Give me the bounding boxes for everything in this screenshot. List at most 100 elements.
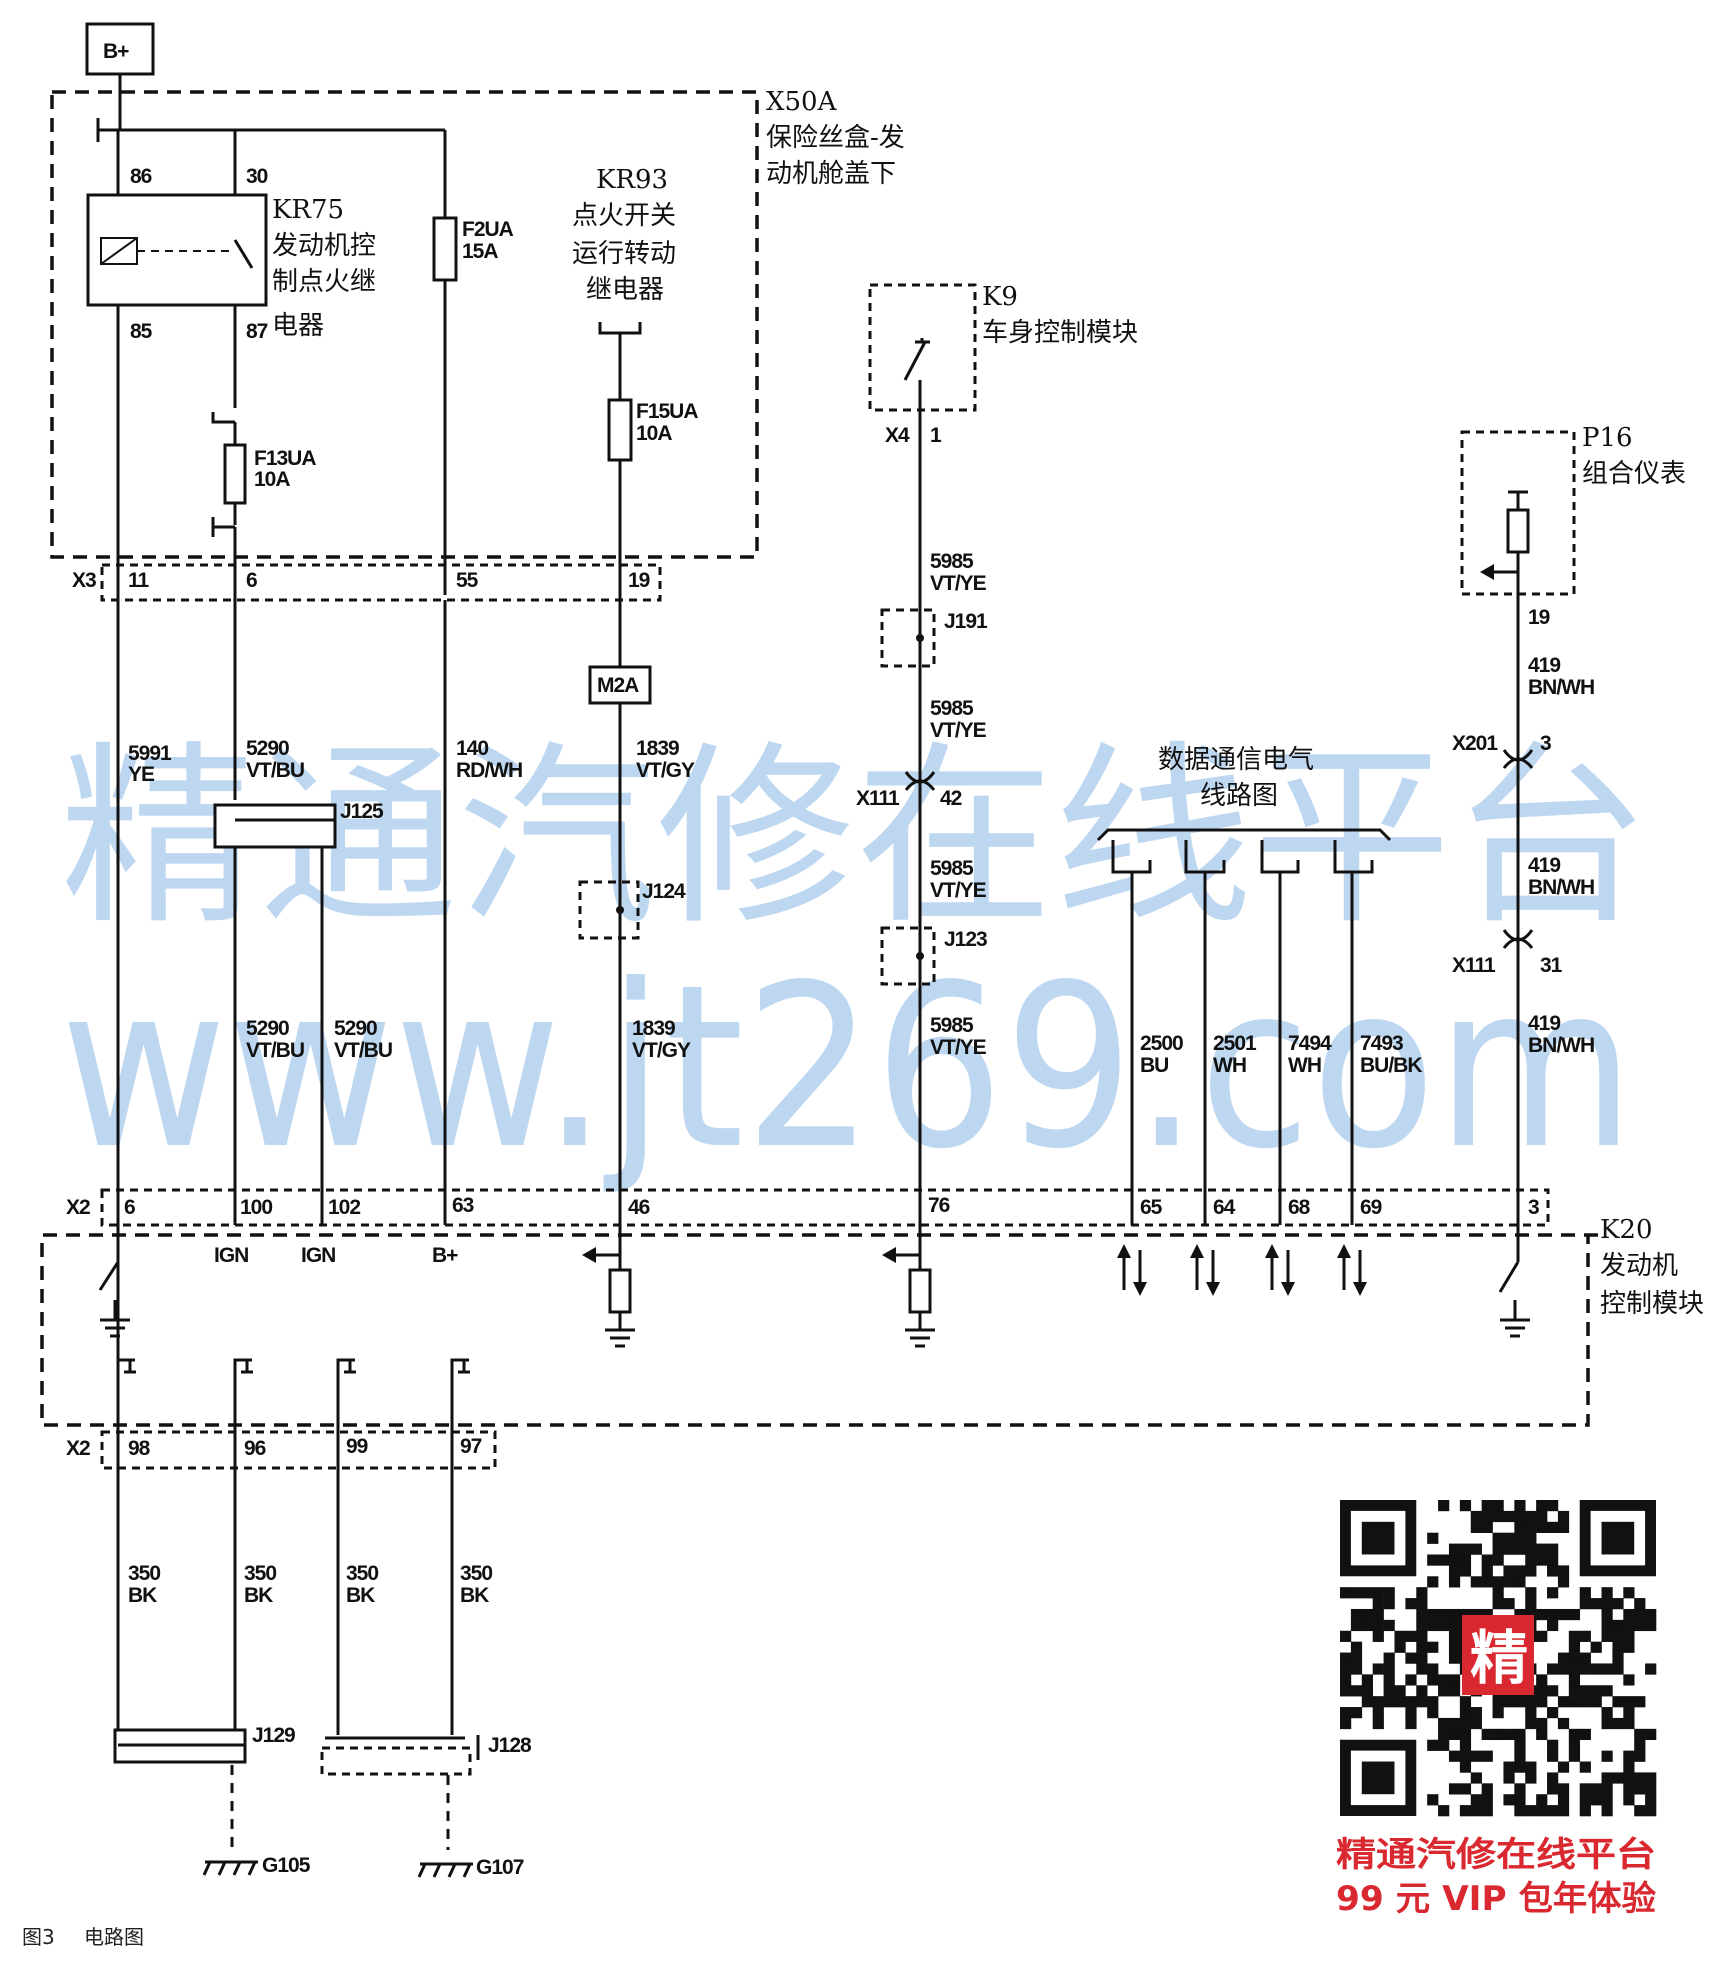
w350b-color: BK bbox=[244, 1584, 273, 1607]
k20-name2: 控制模块 bbox=[1600, 1289, 1704, 1319]
data-comm-line2: 线路图 bbox=[1200, 781, 1278, 811]
x2-pin-6: 6 bbox=[124, 1196, 135, 1219]
w1839a-color: VT/GY bbox=[636, 759, 695, 782]
j129-label: J129 bbox=[252, 1724, 295, 1747]
fuse-f13ua-rating: 10A bbox=[254, 468, 290, 491]
splice-j128 bbox=[320, 1746, 472, 1776]
w350b-num: 350 bbox=[244, 1562, 276, 1585]
w5290c-color: VT/BU bbox=[334, 1039, 392, 1062]
kr93-name3: 继电器 bbox=[586, 275, 664, 305]
w5290b-color: VT/BU bbox=[246, 1039, 304, 1062]
qr-logo-char: 精 bbox=[1470, 1624, 1528, 1692]
x2-pin-46: 46 bbox=[628, 1196, 650, 1219]
fuse-box-name: 保险丝盒-发 bbox=[766, 123, 905, 153]
w350d-color: BK bbox=[460, 1584, 489, 1607]
k20-ref: K20 bbox=[1600, 1215, 1653, 1245]
x2-pin-3: 3 bbox=[1528, 1196, 1539, 1219]
x111b-name: X111 bbox=[1452, 954, 1496, 977]
w5985b-color: VT/YE bbox=[930, 719, 987, 742]
w5290a-num: 5290 bbox=[246, 737, 289, 760]
w5991-color: YE bbox=[128, 763, 155, 786]
ground-g105: G105 bbox=[262, 1854, 311, 1877]
j191-label: J191 bbox=[944, 610, 988, 633]
kr93-name2: 运行转动 bbox=[572, 239, 676, 269]
x3-pin-6: 6 bbox=[246, 569, 257, 592]
qr-logo bbox=[1462, 1615, 1534, 1695]
w350c-color: BK bbox=[346, 1584, 375, 1607]
w5290b-num: 5290 bbox=[246, 1017, 289, 1040]
caption-fig: 图3 bbox=[22, 1925, 55, 1949]
splice-j125 bbox=[213, 803, 337, 849]
ecm-ign1: IGN bbox=[214, 1244, 248, 1267]
x2-pin-64: 64 bbox=[1213, 1196, 1236, 1219]
w5985c-num: 5985 bbox=[930, 857, 974, 880]
connector-x2-bottom bbox=[100, 1430, 497, 1470]
k9-pin: 1 bbox=[930, 424, 942, 447]
splice-j191 bbox=[880, 608, 936, 668]
kr75-name3: 电器 bbox=[272, 311, 324, 341]
w419b-color: BN/WH bbox=[1528, 876, 1594, 899]
w1839b-color: VT/GY bbox=[632, 1039, 691, 1062]
x2-pin-69: 69 bbox=[1360, 1196, 1382, 1219]
w5985a-color: VT/YE bbox=[930, 572, 987, 595]
fuse-f2ua-rating: 15A bbox=[462, 240, 498, 263]
w2501-color: WH bbox=[1213, 1054, 1246, 1077]
fuse-f13ua-name: F13UA bbox=[254, 447, 316, 470]
w5985c-color: VT/YE bbox=[930, 879, 987, 902]
x2-pin-99: 99 bbox=[346, 1435, 368, 1458]
w140-num: 140 bbox=[456, 737, 488, 760]
fuse-box-outline bbox=[50, 90, 759, 559]
x3-pin-55: 55 bbox=[456, 569, 479, 592]
fuse-f2ua-name: F2UA bbox=[462, 218, 514, 241]
x2-pin-96: 96 bbox=[244, 1437, 266, 1460]
x3-label: X3 bbox=[72, 569, 96, 592]
w7493-num: 7493 bbox=[1360, 1032, 1403, 1055]
x2-bottom-label: X2 bbox=[66, 1437, 90, 1460]
fuse-f15ua-rating: 10A bbox=[636, 422, 672, 445]
x2-pin-76: 76 bbox=[928, 1194, 950, 1217]
kr93-name1: 点火开关 bbox=[572, 201, 676, 231]
fuse-box-name2: 动机舱盖下 bbox=[766, 159, 896, 189]
w350d-num: 350 bbox=[460, 1562, 492, 1585]
fuse-f13ua bbox=[223, 443, 247, 505]
ecm-internal-grounds bbox=[116, 1358, 470, 1375]
x2-pin-100: 100 bbox=[240, 1196, 272, 1219]
connector-x3 bbox=[100, 563, 662, 602]
x2-pin-97: 97 bbox=[460, 1435, 482, 1458]
x2-top-label: X2 bbox=[66, 1196, 90, 1219]
promo-line2: 99 元 VIP 包年体验 bbox=[1336, 1879, 1656, 1919]
w7493-color: BU/BK bbox=[1360, 1054, 1422, 1077]
ground-g107: G107 bbox=[476, 1856, 524, 1879]
j125-label: J125 bbox=[340, 800, 384, 823]
splice-j124 bbox=[578, 880, 640, 940]
j123-label: J123 bbox=[944, 928, 987, 951]
w2500-color: BU bbox=[1140, 1054, 1168, 1077]
k20-name1: 发动机 bbox=[1600, 1251, 1678, 1281]
w350a-color: BK bbox=[128, 1584, 157, 1607]
ecm-ign2: IGN bbox=[301, 1244, 335, 1267]
w419a-num: 419 bbox=[1528, 654, 1560, 677]
kr75-pin-87: 87 bbox=[246, 320, 268, 343]
w140-color: RD/WH bbox=[456, 759, 522, 782]
kr75-pin-86: 86 bbox=[130, 165, 152, 188]
fuse-f2ua bbox=[432, 216, 458, 282]
data-comm-line1: 数据通信电气 bbox=[1158, 745, 1314, 775]
w5985a-num: 5985 bbox=[930, 550, 974, 573]
x111a-name: X111 bbox=[856, 787, 900, 810]
w1839a-num: 1839 bbox=[636, 737, 679, 760]
x2-pin-68: 68 bbox=[1288, 1196, 1311, 1219]
w5985d-color: VT/YE bbox=[930, 1036, 987, 1059]
kr75-name2: 制点火继 bbox=[272, 267, 376, 297]
w419b-num: 419 bbox=[1528, 854, 1560, 877]
x3-pin-11: 11 bbox=[128, 569, 150, 592]
x2-pin-98: 98 bbox=[128, 1437, 151, 1460]
kr75-pin-85: 85 bbox=[130, 320, 153, 343]
inline-m2a bbox=[588, 665, 652, 705]
w1839b-num: 1839 bbox=[632, 1017, 675, 1040]
kr75-name1: 发动机控 bbox=[272, 231, 376, 261]
k9-conn: X4 bbox=[885, 424, 910, 447]
w2500-num: 2500 bbox=[1140, 1032, 1183, 1055]
fuse-f15ua bbox=[607, 398, 633, 462]
j128-label: J128 bbox=[488, 1734, 532, 1757]
